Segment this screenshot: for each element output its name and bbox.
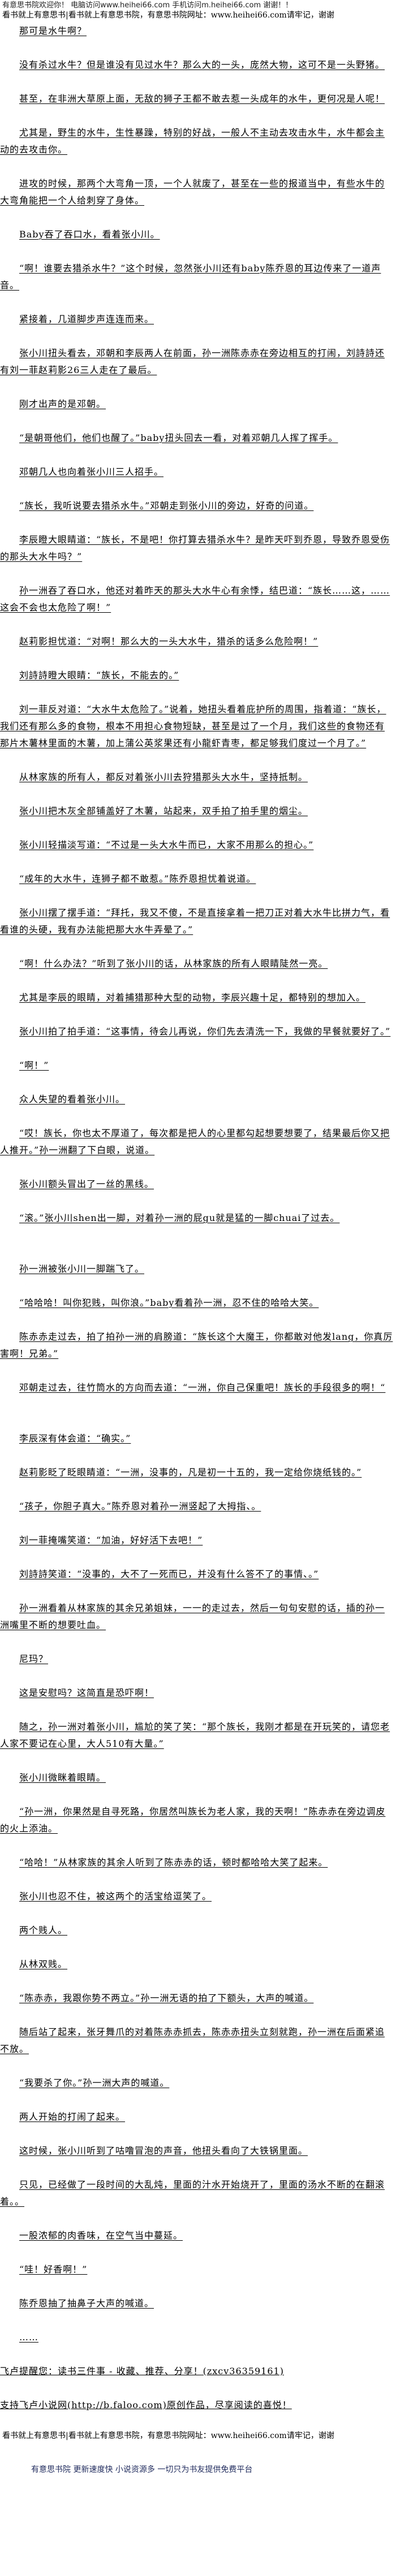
paragraph: “孙一洲，你果然是自寻死路，你居然叫族长为老人家，我的天啊！”陈赤赤在旁边调皮的… <box>0 1806 386 1834</box>
paragraph: “哈哈哈！叫你犯贱，叫你浪。”baby看着孙一洲，忍不住的哈哈大笑。 <box>19 1297 319 1308</box>
paragraph: 尼玛？ <box>19 1653 49 1664</box>
paragraph: 随后站了起来，张牙舞爪的对着陈赤赤抓去，陈赤赤扭头立刻就跑，孙一洲在后面紧追不放… <box>0 2027 385 2054</box>
notice-line: 飞卢提醒您：读书三件事 - 收藏、推荐、分享！(zxcv36359161) <box>0 2366 284 2376</box>
paragraph: 张小川拍了拍手道：“这事情，待会儿再说，你们先去清洗一下，我做的早餐就要好了。” <box>19 1026 391 1037</box>
site-footer: 看书就上有意思书|看书就上有意思书院，有意思书院网址：www.heihei66.… <box>0 2431 396 2475</box>
footer-slogan: 有意思书院 更新速度快 小说资源多 一切只为书友提供免费平台 <box>31 2465 253 2474</box>
paragraph: 随之，孙一洲对着张小川，尴尬的笑了笑：“那个族长，我刚才都是在开玩笑的，请您老人… <box>0 1721 390 1749</box>
paragraph: 两个贱人。 <box>19 1925 68 1936</box>
paragraph: 赵莉影眨了眨眼睛道：“一洲，没事的，凡是初一十五的，我一定给你烧纸钱的。” <box>19 1467 362 1478</box>
paragraph: “哈哈！”从林家族的其余人听到了陈赤赤的话，顿时都哈哈大笑了起来。 <box>19 1857 328 1868</box>
paragraph: 张小川轻描淡写道：“不过是一头大水牛而已，大家不用那么的担心。” <box>19 839 314 850</box>
paragraph: 张小川把木灰全部铺盖好了木薯，站起来，双手拍了拍手里的烟尘。 <box>19 806 308 816</box>
paragraph: 从林双贱。 <box>19 1959 68 1969</box>
paragraph: …… <box>19 2332 38 2343</box>
paragraph: 孙一洲看着从林家族的其余兄弟姐妹，一一的走过去，然后一句句安慰的话，插的孙一洲嘴… <box>0 1603 385 1630</box>
paragraph: “哇！好香啊！” <box>19 2264 88 2275</box>
paragraph: 从林家族的所有人，都反对着张小川去狩猎那头大水牛，坚持抵制。 <box>19 772 308 782</box>
paragraph: 这是安慰吗？这简直是恐吓啊！ <box>19 1687 154 1698</box>
paragraph: 尤其是，野生的水牛，生性暴躁，特别的好战，一般人不主动去攻击水牛，水牛都会主动的… <box>0 127 385 155</box>
paragraph: 没有杀过水牛？但是谁没有见过水牛？那么大的一头，庞然大物，这可不是一头野猪。 <box>19 59 385 70</box>
paragraph: “啊！” <box>19 1060 49 1071</box>
paragraph: 刚才出声的是邓朝。 <box>19 399 106 409</box>
paragraph: 张小川额头冒出了一丝的黑线。 <box>19 1179 154 1189</box>
paragraph: “孩子，你胆子真大。”陈乔恩对着孙一洲竖起了大拇指、。 <box>19 1501 261 1512</box>
paragraph: 邓朝几人也向着张小川三人招手。 <box>19 466 164 477</box>
paragraph: 张小川也忍不住，被这两个的活宝给逗笑了。 <box>19 1891 212 1902</box>
chapter-paragraphs: 那可是水牛啊？ 没有杀过水牛？但是谁没有见过水牛？那么大的一头，庞然大物，这可不是… <box>0 23 394 2346</box>
welcome-text: 有意思书院欢迎你！ 电脑访问www.heihei66.com 手机访问m.hei… <box>2 1 293 10</box>
paragraph: 刘一菲反对道：“大水牛太危险了。”说着，她扭头看着庇护所的周围，指着道：“族长，… <box>0 704 386 748</box>
paragraph: “陈赤赤，我跟你势不两立。”孙一洲无语的拍了下额头，大声的喊道。 <box>19 1993 314 2003</box>
paragraph: 刘詩詩笑道：“没事的，大不了一死而已，并没有什么答不了的事情、。” <box>19 1569 319 1579</box>
paragraph: “是朝哥他们，他们也醒了。”baby扭头回去一看，对着邓朝几人挥了挥手。 <box>19 432 338 443</box>
paragraph: 一股浓郁的肉香味，在空气当中蔓延。 <box>19 2230 183 2241</box>
notice-line: 支持飞卢小说网(http://b.faloo.com)原创作品，尽享阅读的喜悦！ <box>0 2400 292 2410</box>
paragraph: 孙一洲吞了吞口水，他还对着昨天的那头大水牛心有余悸，结巴道：“族长……这，……这… <box>0 585 390 613</box>
paragraph: “我要杀了你。”孙一洲大声的喊道。 <box>19 2077 170 2088</box>
publisher-notices: 飞卢提醒您：读书三件事 - 收藏、推荐、分享！(zxcv36359161) 支持飞… <box>0 2363 394 2414</box>
paragraph: “啊！什么办法？”听到了张小川的话，从林家族的所有人眼睛陡然一亮。 <box>19 958 328 969</box>
site-banner: 看书就上有意思书|看书就上有意思书院，有意思书院网址：www.heihei66.… <box>2 11 334 20</box>
paragraph: 进攻的时候，那两个大弯角一顶，一个人就废了，甚至在一些的报道当中，有些水牛的大弯… <box>0 178 385 206</box>
paragraph: “族长，我听说要去猎杀水牛。”邓朝走到张小川的旁边，好奇的问道。 <box>19 500 314 511</box>
paragraph: “滚。”张小川shen出一脚，对着孙一洲的屁gu就是猛的一脚chuai了过去。 <box>19 1213 340 1223</box>
paragraph: 尤其是李辰的眼睛，对着捕猎那种大型的动物，李辰兴趣十足，都特别的想加入。 <box>19 992 366 1003</box>
footer-banner: 看书就上有意思书|看书就上有意思书院，有意思书院网址：www.heihei66.… <box>2 2431 334 2440</box>
paragraph: 邓朝走过去，往竹筒水的方向而去道：“一洲，你自己保重吧！族长的手段很多的啊！“ <box>19 1382 386 1393</box>
paragraph: 紧接着，几道脚步声连连而来。 <box>19 314 154 324</box>
paragraph: Baby吞了吞口水，看着张小川。 <box>19 229 160 240</box>
paragraph: 陈乔恩抽了抽鼻子大声的喊道。 <box>19 2298 154 2309</box>
paragraph: “啊！谁要去猎杀水牛？”这个时候，忽然张小川还有baby陈乔恩的耳边传来了一道声… <box>0 263 381 291</box>
paragraph: 只见，已经做了一段时间的大乱炖，里面的汁水开始烧开了，里面的汤水不断的在翻滚着。… <box>0 2179 385 2207</box>
paragraph: 这时候，张小川听到了咕噜冒泡的声音，他扭头看向了大铁锅里面。 <box>19 2145 308 2156</box>
paragraph: 张小川微眯着眼睛。 <box>19 1772 106 1783</box>
paragraph: “哎！族长，你也太不厚道了，每次都是把人的心里都勾起想要想要了，结果最后你又把人… <box>0 1128 390 1155</box>
paragraph: 赵莉影担忧道：“对啊！那么大的一头大水牛，猎杀的话多么危险啊！” <box>19 636 318 647</box>
paragraph: 陈赤赤走过去，拍了拍孙一洲的肩膀道：“族长这个大魔王，你都敢对他发lang，你真… <box>0 1331 393 1359</box>
paragraph: 甚至，在非洲大草原上面，无敌的狮子王都不敢去惹一头成年的水牛，更何况是人呢！ <box>19 93 385 104</box>
paragraph: 那可是水牛啊？ <box>19 25 87 36</box>
paragraph: 刘詩詩瞪大眼睛：“族长，不能去的。” <box>19 670 179 681</box>
site-header: 有意思书院欢迎你！ 电脑访问www.heihei66.com 手机访问m.hei… <box>0 0 396 20</box>
paragraph: 李辰瞪大眼睛道：“族长，不是吧！你打算去猎杀水牛？是昨天吓到乔恩，导致乔恩受伤的… <box>0 534 390 562</box>
paragraph: 孙一洲被张小川一脚踹飞了。 <box>19 1263 145 1274</box>
paragraph: 刘一菲掩嘴笑道：“加油，好好活下去吧！” <box>19 1535 203 1545</box>
paragraph: “成年的大水牛，连狮子都不敢惹。”陈乔恩担忧着说道。 <box>19 873 256 884</box>
chapter-content: 那可是水牛啊？ 没有杀过水牛？但是谁没有见过水牛？那么大的一头，庞然大物，这可不是… <box>0 20 396 2414</box>
paragraph: 众人失望的看着张小川。 <box>19 1094 126 1105</box>
paragraph: 张小川摆了摆手道：“拜托，我又不傻，不是直接拿着一把刀正对着大水牛比拼力气，看看… <box>0 907 390 935</box>
paragraph: 张小川扭头看去，邓朝和李辰两人在前面，孙一洲陈赤赤在旁边相互的打闹，刘詩詩还有刘… <box>0 348 385 375</box>
paragraph: 两人开始的打闹了起来。 <box>19 2111 126 2122</box>
paragraph: 李辰深有体会道：“确实。” <box>19 1433 131 1444</box>
